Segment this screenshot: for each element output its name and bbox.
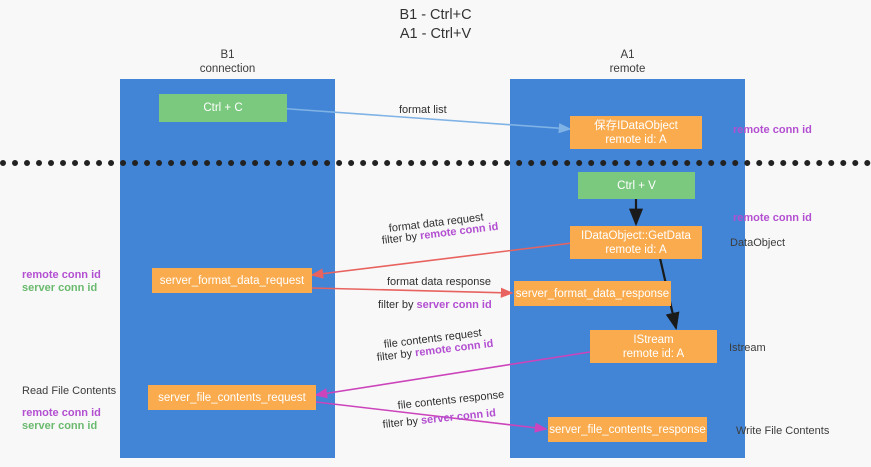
node-idataobject-getdata-line1: IDataObject::GetData	[581, 229, 691, 242]
node-istream-line1: IStream	[633, 333, 674, 346]
node-save-idataobject-line1: 保存IDataObject	[594, 119, 678, 132]
node-ctrl-v-label: Ctrl + V	[617, 179, 656, 192]
lane-header-b1-name: B1	[220, 49, 235, 61]
right-label-remote-conn-id-top: remote conn id	[733, 124, 812, 136]
node-server-format-data-request[interactable]: server_format_data_request	[152, 268, 312, 293]
node-save-idataobject[interactable]: 保存IDataObject remote id: A	[570, 116, 702, 149]
node-server-format-data-response[interactable]: server_format_data_response	[514, 281, 671, 306]
filter-prefix: filter by	[382, 414, 422, 431]
node-server-file-contents-request[interactable]: server_file_contents_request	[148, 385, 316, 410]
node-idataobject-getdata[interactable]: IDataObject::GetData remote id: A	[570, 226, 702, 259]
node-ctrl-c[interactable]: Ctrl + C	[159, 94, 287, 122]
edge-label-format-data-response-filter: filter by server conn id	[378, 298, 492, 312]
filter-prefix: filter by	[378, 299, 417, 311]
lane-header-b1-sub: connection	[199, 63, 256, 75]
left-label-remote-conn-id-bottom: remote conn id	[22, 407, 101, 419]
node-idataobject-getdata-line2: remote id: A	[605, 243, 667, 256]
left-label-server-conn-id-mid: server conn id	[22, 282, 98, 294]
filter-key-server-conn-id: server conn id	[420, 407, 497, 427]
phase-divider	[0, 160, 871, 166]
node-server-file-contents-response-label: server_file_contents_response	[549, 423, 706, 436]
right-label-dataobject: DataObject	[730, 237, 786, 249]
node-istream-line2: remote id: A	[622, 347, 685, 360]
lane-header-a1-name: A1	[620, 49, 635, 61]
node-ctrl-v[interactable]: Ctrl + V	[578, 172, 695, 199]
diagram-title-line1: B1 - Ctrl+C	[399, 7, 472, 23]
node-server-file-contents-response[interactable]: server_file_contents_response	[548, 417, 707, 442]
left-label-remote-conn-id-mid: remote conn id	[22, 269, 101, 281]
node-istream[interactable]: IStream remote id: A	[590, 330, 717, 363]
edge-label-format-list: format list	[399, 104, 447, 116]
right-label-write-file-contents: Write File Contents	[736, 425, 830, 437]
left-label-server-conn-id-bottom: server conn id	[22, 420, 98, 432]
left-label-read-file-contents: Read File Contents	[22, 385, 117, 397]
filter-prefix: filter by	[376, 347, 416, 364]
filter-key-server-conn-id: server conn id	[416, 299, 492, 311]
right-label-remote-conn-id-mid: remote conn id	[733, 212, 812, 224]
node-save-idataobject-line2: remote id: A	[605, 133, 667, 146]
node-server-format-data-response-label: server_format_data_response	[515, 287, 670, 300]
edge-label-format-data-response: format data response	[387, 276, 491, 288]
filter-prefix: filter by	[381, 230, 421, 247]
node-server-file-contents-request-label: server_file_contents_request	[158, 391, 306, 404]
node-server-format-data-request-label: server_format_data_request	[159, 274, 305, 287]
lane-header-a1-sub: remote	[609, 63, 646, 75]
diagram-title-line2: A1 - Ctrl+V	[399, 26, 472, 42]
node-ctrl-c-label: Ctrl + C	[203, 102, 243, 114]
right-label-istream: Istream	[729, 342, 766, 354]
